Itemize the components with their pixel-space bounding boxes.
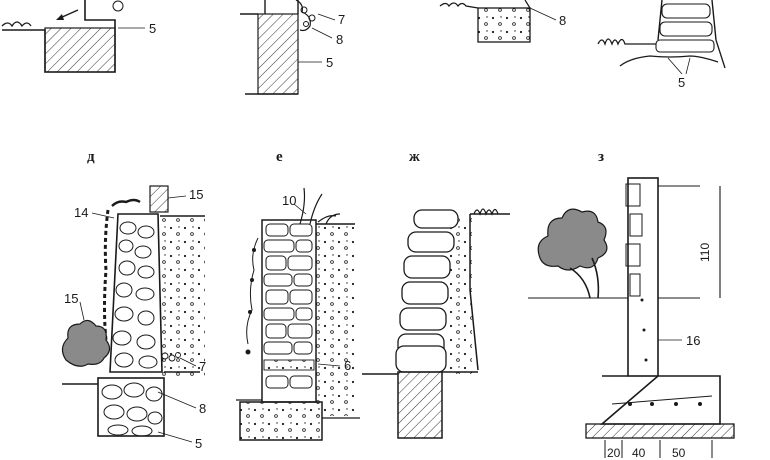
callout-d-7: 7 <box>199 359 207 374</box>
callout-top-b-7: 7 <box>338 12 346 27</box>
dimension-w3: 50 <box>672 446 686 460</box>
panel-top-c <box>439 0 557 43</box>
callout-top-d-5: 5 <box>678 75 686 90</box>
panel-letter-z: з <box>598 149 605 165</box>
callout-top-b-8: 8 <box>336 32 344 47</box>
panel-top-a <box>1 0 145 73</box>
panel-zh <box>362 208 510 439</box>
callout-d-15-left: 15 <box>64 291 79 306</box>
callout-d-5: 5 <box>195 436 203 451</box>
callout-top-a-5: 5 <box>149 21 157 36</box>
dimension-w1: 20 <box>607 446 621 460</box>
dimension-height: 110 <box>698 242 712 262</box>
panel-z <box>528 177 735 458</box>
panel-top-d <box>597 0 726 75</box>
panel-letter-e: е <box>276 149 283 165</box>
panel-letter-d: д <box>87 149 95 165</box>
callout-d-8: 8 <box>199 401 207 416</box>
panel-d <box>61 185 205 443</box>
panel-e <box>236 187 360 441</box>
callout-top-c-8: 8 <box>559 13 567 28</box>
callout-e-6: 6 <box>344 358 352 373</box>
callout-z-16: 16 <box>686 333 701 348</box>
callout-d-15-top: 15 <box>189 187 204 202</box>
callout-top-b-5: 5 <box>326 55 334 70</box>
panel-top-b <box>240 0 336 95</box>
panel-letter-zh: ж <box>409 149 420 165</box>
callout-d-14: 14 <box>74 205 89 220</box>
callout-e-10: 10 <box>282 193 297 208</box>
dimension-w2: 40 <box>632 446 646 460</box>
